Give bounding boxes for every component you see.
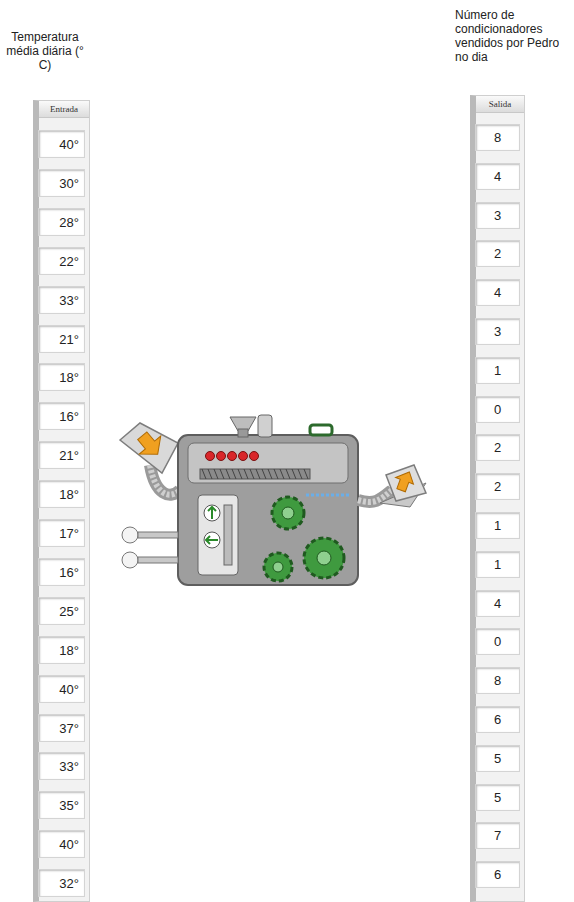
cell-value: 2 — [494, 440, 501, 455]
cell-value: 30° — [59, 176, 79, 191]
cell-value: 21° — [59, 448, 79, 463]
cell-value: 3 — [494, 324, 501, 339]
panel-title: Salida — [476, 96, 524, 113]
value-cell: 37° — [38, 714, 85, 742]
value-cell: 1 — [475, 551, 520, 578]
value-cell: 6 — [475, 861, 520, 888]
value-cell: 40° — [38, 675, 85, 703]
value-cell: 30° — [38, 169, 85, 197]
cell-value: 8 — [494, 673, 501, 688]
value-cell: 0 — [475, 628, 520, 655]
value-cell: 40° — [38, 830, 85, 858]
cell-value: 33° — [59, 293, 79, 308]
value-cell: 4 — [475, 163, 520, 190]
value-cell: 17° — [38, 519, 85, 547]
value-cell: 16° — [38, 558, 85, 586]
column-heading: Número de condicionadores vendidos por P… — [455, 8, 570, 64]
cell-value: 28° — [59, 215, 79, 230]
input-output-column: Temperatura média diária (° C) Entrada 40°… — [5, 30, 95, 902]
value-cell: 32° — [38, 869, 85, 897]
cell-value: 5 — [494, 751, 501, 766]
cell-value: 32° — [59, 876, 79, 891]
cell-value: 25° — [59, 604, 79, 619]
value-cell: 40° — [38, 130, 85, 158]
value-cell: 2 — [475, 434, 520, 461]
value-cell: 21° — [38, 325, 85, 353]
cell-value: 0 — [494, 634, 501, 649]
value-cell: 33° — [38, 286, 85, 314]
value-cell: 25° — [38, 597, 85, 625]
cell-value: 5 — [494, 790, 501, 805]
value-cell: 21° — [38, 441, 85, 469]
column-heading: Temperatura média diária (° C) — [5, 30, 85, 72]
cell-value: 40° — [59, 137, 79, 152]
cell-value: 1 — [494, 518, 501, 533]
value-cell: 28° — [38, 208, 85, 236]
cell-value: 37° — [59, 721, 79, 736]
value-cell: 2 — [475, 473, 520, 500]
value-cell: 18° — [38, 636, 85, 664]
cell-value: 21° — [59, 332, 79, 347]
cell-value: 0 — [494, 402, 501, 417]
value-cell: 3 — [475, 318, 520, 345]
input-output-column: Número de condicionadores vendidos por P… — [450, 8, 572, 902]
cell-value: 6 — [494, 712, 501, 727]
value-cell: 18° — [38, 480, 85, 508]
cell-value: 2 — [494, 479, 501, 494]
value-cell: 16° — [38, 402, 85, 430]
cell-value: 35° — [59, 798, 79, 813]
value-cell: 0 — [475, 396, 520, 423]
value-cell: 35° — [38, 791, 85, 819]
value-cell: 5 — [475, 745, 520, 772]
machine-illustration — [110, 395, 440, 600]
value-cell: 3 — [475, 202, 520, 229]
value-cell: 1 — [475, 357, 520, 384]
cell-value: 16° — [59, 409, 79, 424]
cell-value: 6 — [494, 867, 501, 882]
cell-value: 40° — [59, 837, 79, 852]
value-cell: 8 — [475, 124, 520, 151]
value-cell: 2 — [475, 240, 520, 267]
panel-title: Entrada — [39, 101, 89, 118]
cell-value: 7 — [494, 828, 501, 843]
cell-value: 1 — [494, 557, 501, 572]
cell-value: 18° — [59, 370, 79, 385]
cell-value: 18° — [59, 487, 79, 502]
cell-value: 1 — [494, 363, 501, 378]
value-cell: 8 — [475, 667, 520, 694]
cell-value: 16° — [59, 565, 79, 580]
value-cell: 4 — [475, 279, 520, 306]
cell-value: 17° — [59, 526, 79, 541]
cell-value: 33° — [59, 759, 79, 774]
value-cell: 4 — [475, 590, 520, 617]
cell-value: 8 — [494, 130, 501, 145]
value-cell: 22° — [38, 247, 85, 275]
value-cell: 18° — [38, 363, 85, 391]
value-cell: 33° — [38, 752, 85, 780]
cell-value: 3 — [494, 208, 501, 223]
value-cell: 7 — [475, 822, 520, 849]
cell-value: 2 — [494, 246, 501, 261]
value-cell: 5 — [475, 784, 520, 811]
cell-value: 22° — [59, 254, 79, 269]
cell-value: 4 — [494, 169, 501, 184]
cell-value: 18° — [59, 643, 79, 658]
value-cell: 6 — [475, 706, 520, 733]
cell-value: 4 — [494, 596, 501, 611]
cell-value: 40° — [59, 682, 79, 697]
value-cell: 1 — [475, 512, 520, 539]
cell-value: 4 — [494, 285, 501, 300]
